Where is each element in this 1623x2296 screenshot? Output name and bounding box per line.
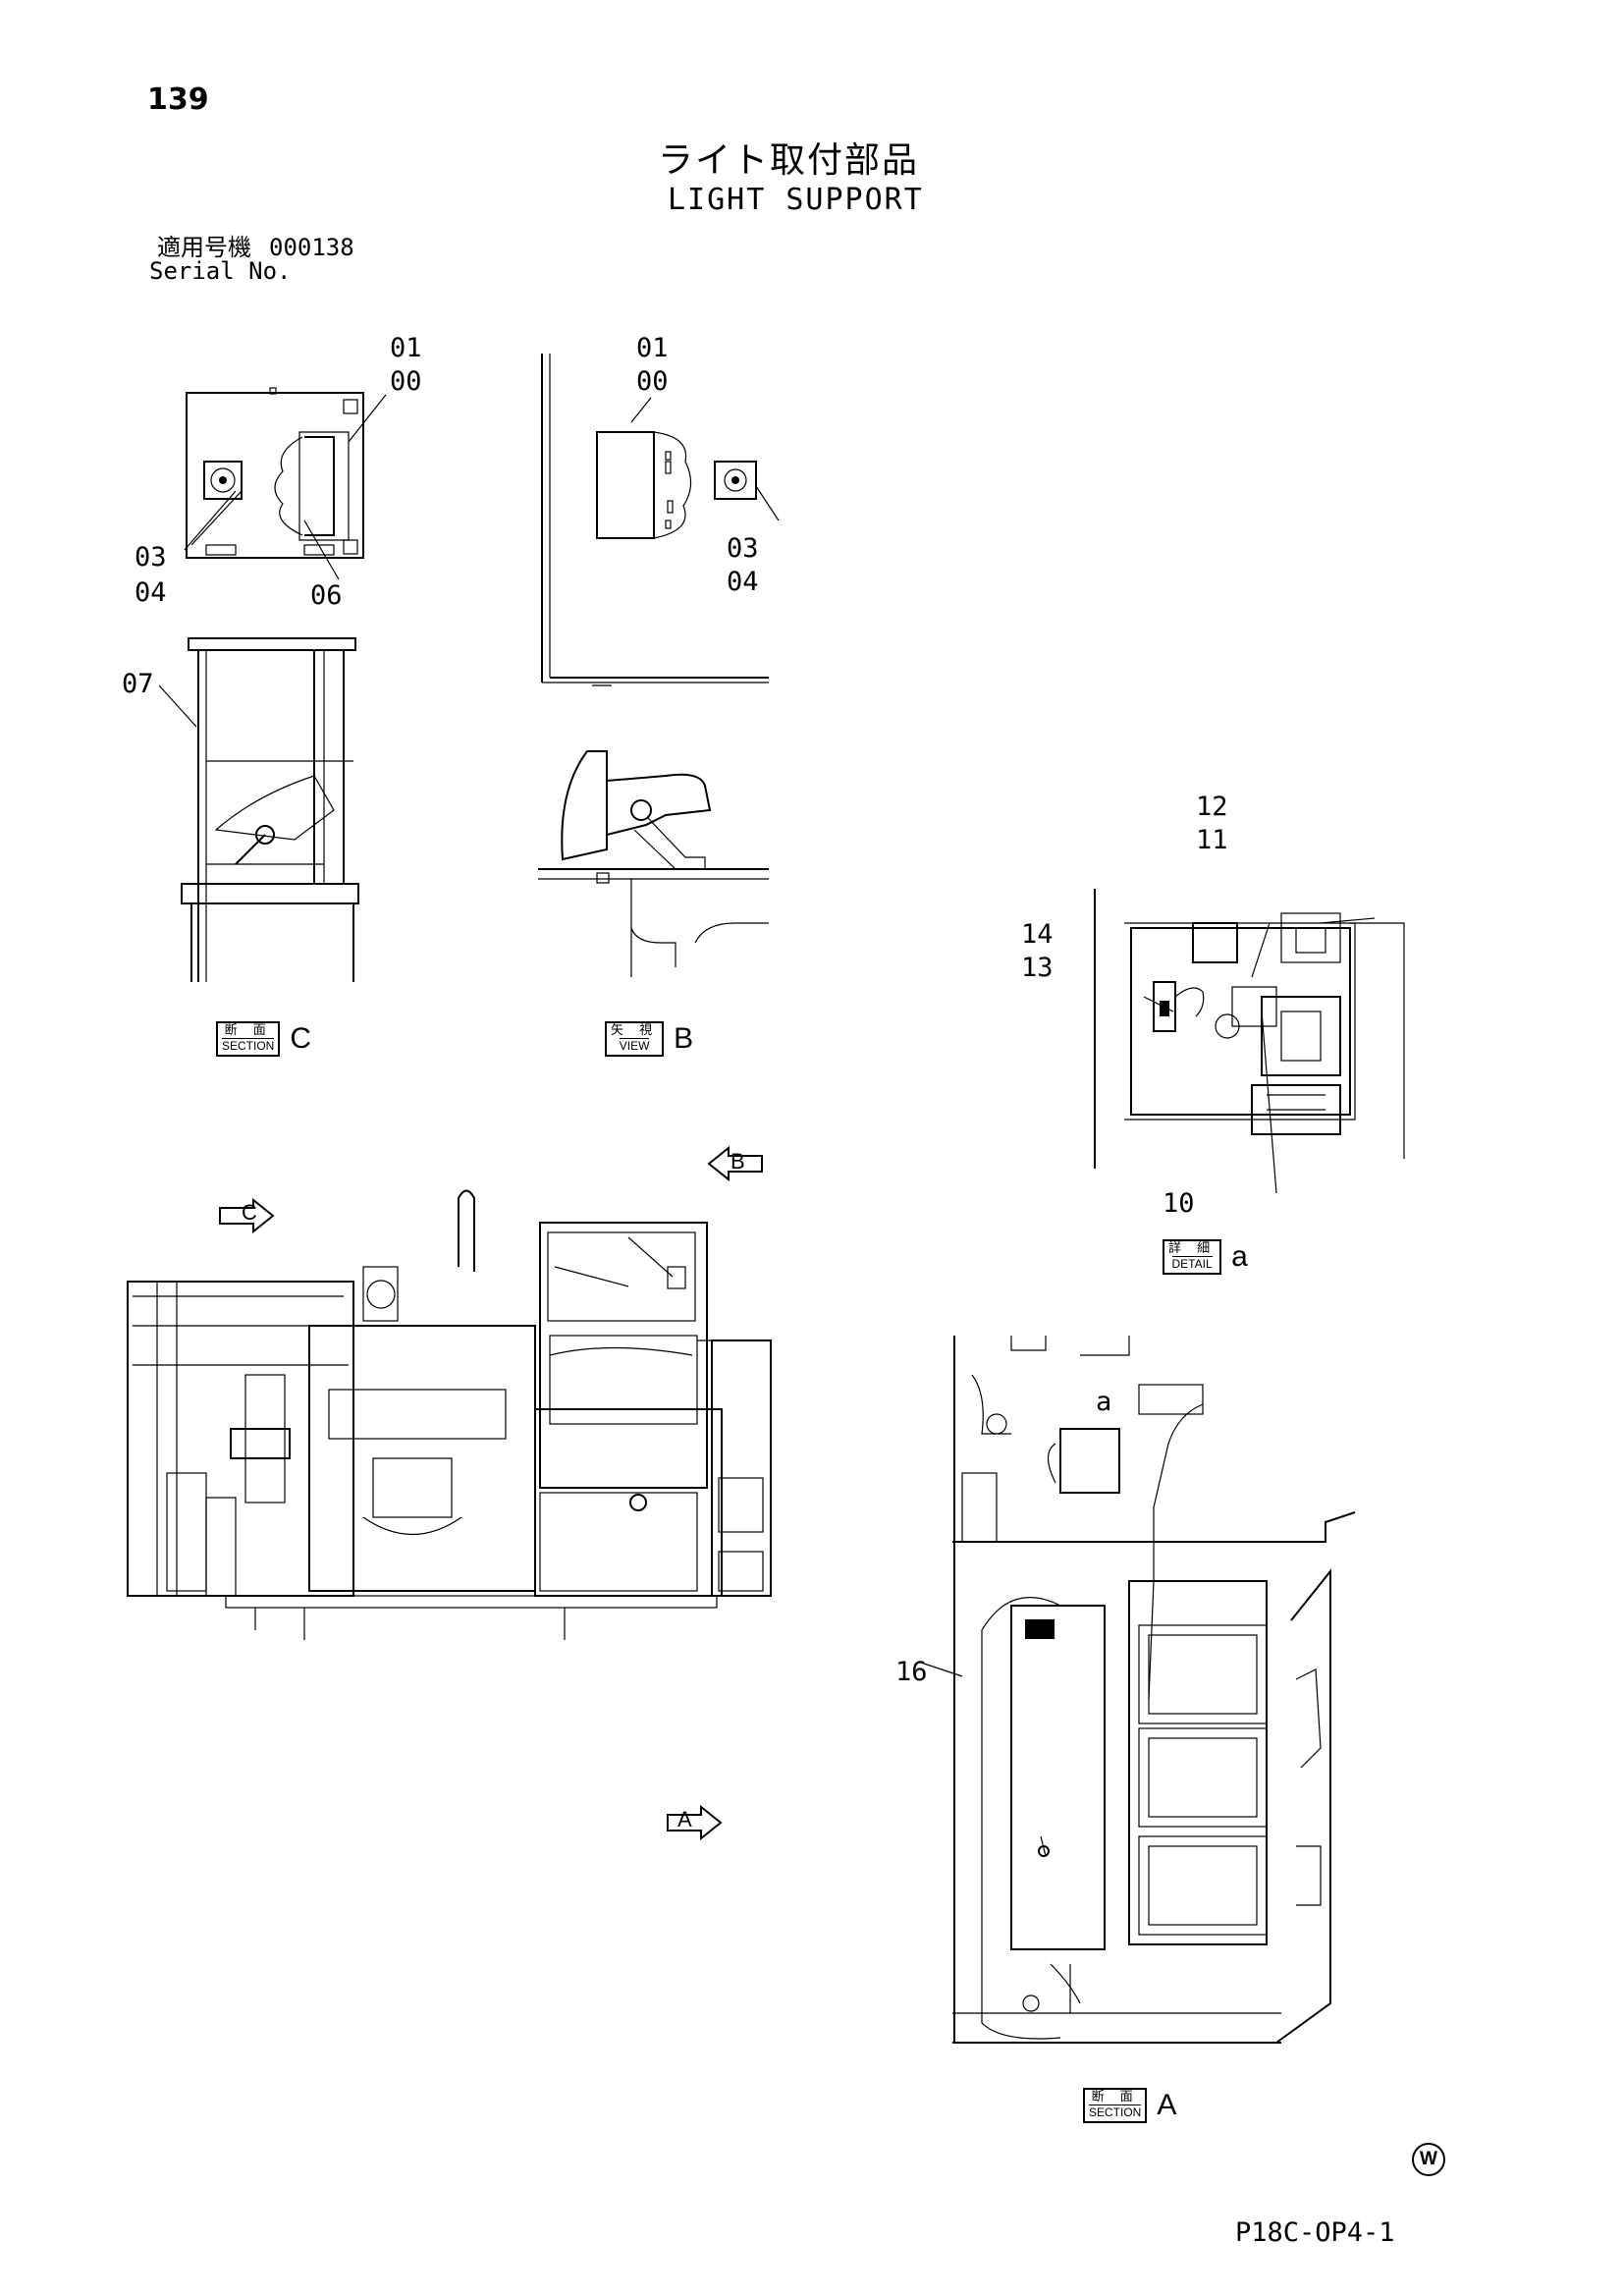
serial-number: 000138 <box>269 234 354 261</box>
callout-04: 04 <box>135 577 167 608</box>
section-a-view <box>917 1336 1356 2044</box>
page-number: 139 <box>147 82 209 117</box>
view-b-label: 矢 視 VIEW B <box>605 1021 693 1057</box>
view-arrow-b-letter: B <box>730 1149 745 1174</box>
callout-06: 06 <box>310 580 343 611</box>
serial-label-japanese: 適用号機 000138 <box>157 228 354 262</box>
callout-07: 07 <box>122 669 154 699</box>
light-frame-section-c <box>181 637 359 982</box>
light-housing-top-view <box>186 387 364 559</box>
section-c-letter: C <box>290 1021 312 1055</box>
callout-10: 10 <box>1163 1188 1195 1219</box>
document-code: P18C-OP4-1 <box>1235 2217 1395 2248</box>
serial-label: 適用号機 <box>157 234 251 261</box>
view-arrow-c[interactable] <box>216 1196 275 1235</box>
section-c-box: 断 面 SECTION <box>216 1021 281 1057</box>
view-b-letter: B <box>674 1021 694 1055</box>
detail-a-label: 詳 細 DETAIL a <box>1163 1239 1248 1275</box>
detail-a-letter: a <box>1231 1239 1248 1273</box>
view-b-box: 矢 視 VIEW <box>605 1021 665 1057</box>
section-a-box: 断 面 SECTION <box>1083 2088 1148 2123</box>
callout-01: 01 <box>390 333 422 363</box>
callout-03: 03 <box>135 542 167 573</box>
detail-a-panel <box>1094 889 1405 1194</box>
view-arrow-b[interactable] <box>707 1144 766 1183</box>
callout-12: 12 <box>1196 792 1228 822</box>
section-a-letter: A <box>1157 2088 1177 2121</box>
callout-13: 13 <box>1021 953 1054 983</box>
callout-00: 00 <box>390 366 422 397</box>
callout-01-view-b: 01 <box>636 333 669 363</box>
section-a-label: 断 面 SECTION A <box>1083 2088 1176 2123</box>
light-view-b-side <box>538 750 769 977</box>
w-mark: W <box>1412 2143 1445 2176</box>
title-english: LIGHT SUPPORT <box>668 183 924 217</box>
view-arrow-a[interactable] <box>664 1803 723 1842</box>
leader-lines-top-left <box>184 394 387 580</box>
callout-11: 11 <box>1196 825 1228 855</box>
leader-07 <box>158 684 197 728</box>
title-japanese: ライト取付部品 <box>658 140 920 181</box>
callout-00-view-b: 00 <box>636 366 669 397</box>
callout-16: 16 <box>895 1657 928 1687</box>
callout-03-view-b: 03 <box>727 533 759 564</box>
view-arrow-c-letter: C <box>242 1200 257 1225</box>
view-arrow-a-letter: A <box>677 1807 692 1831</box>
machine-overall-view <box>127 1189 772 1640</box>
callout-14: 14 <box>1021 919 1054 950</box>
detail-a-box: 詳 細 DETAIL <box>1163 1239 1222 1275</box>
detail-a-marker: a <box>1096 1387 1112 1417</box>
section-c-label: 断 面 SECTION C <box>216 1021 311 1057</box>
callout-04-view-b: 04 <box>727 567 759 597</box>
serial-label-english: Serial No. <box>149 257 292 285</box>
light-view-b-top <box>541 354 780 686</box>
